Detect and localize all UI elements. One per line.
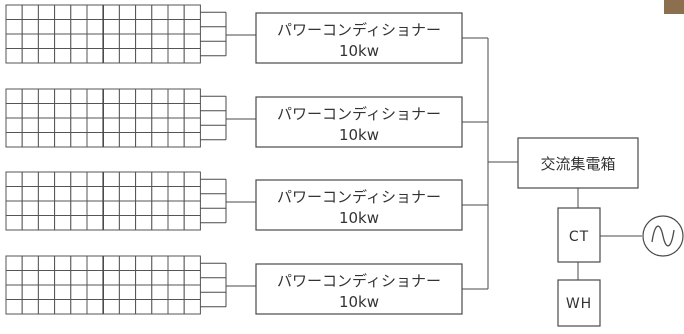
inverter-1: パワーコンディショナー 10kw — [255, 96, 463, 148]
inverter-bus-wires — [462, 37, 518, 290]
wh-meter: WH — [557, 279, 601, 327]
meter-chain-wires — [577, 188, 642, 280]
grid-circle — [642, 215, 684, 257]
inverter-capacity: 10kw — [339, 42, 379, 60]
inverter-2: パワーコンディショナー 10kw — [255, 179, 463, 231]
wh-label: WH — [566, 296, 592, 312]
ct-label: CT — [569, 229, 589, 245]
solar-array-1 — [5, 88, 201, 148]
solar-array-3 — [5, 255, 201, 315]
inverter-capacity: 10kw — [339, 126, 379, 144]
corner-photo-fragment — [664, 0, 684, 14]
inverter-box — [255, 12, 463, 64]
inverter-name: パワーコンディショナー — [277, 21, 441, 39]
solar-array-0 — [5, 4, 201, 64]
solar-panel-arrays — [5, 4, 201, 315]
inverter-0: パワーコンディショナー 10kw — [255, 12, 463, 64]
inverter-capacity: 10kw — [339, 293, 379, 311]
inverter-capacity: 10kw — [339, 209, 379, 227]
ac-junction-box: 交流集電箱 — [517, 137, 639, 189]
inverter-3: パワーコンディショナー 10kw — [255, 263, 463, 315]
junction-box-label: 交流集電箱 — [540, 155, 615, 173]
solar-array-2 — [5, 171, 201, 231]
junction-box-frame — [517, 137, 639, 189]
ct-unit: CT — [557, 207, 601, 263]
array-to-inverter-wires — [200, 11, 256, 308]
inverter-name: パワーコンディショナー — [277, 188, 441, 206]
wh-box — [557, 279, 601, 327]
sine-wave-icon — [651, 225, 675, 247]
inverter-name: パワーコンディショナー — [277, 105, 441, 123]
inverter-box — [255, 96, 463, 148]
ct-box — [557, 207, 601, 263]
inverter-box — [255, 263, 463, 315]
grid-ac-source — [642, 215, 684, 257]
inverter-name: パワーコンディショナー — [277, 272, 441, 290]
inverter-box — [255, 179, 463, 231]
